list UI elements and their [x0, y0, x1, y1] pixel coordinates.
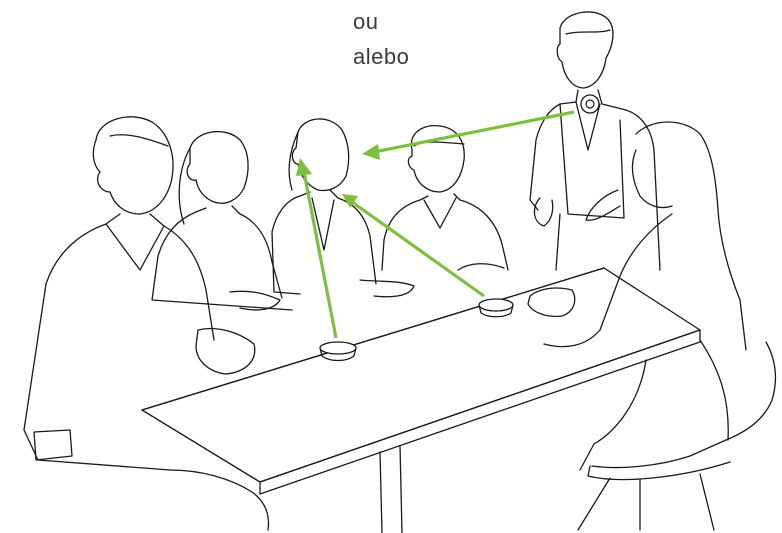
seated-man-front-left	[23, 116, 270, 531]
seated-woman-front-right	[527, 121, 747, 471]
seated-woman-center	[271, 118, 415, 298]
speakerphone-right-icon	[478, 298, 514, 318]
chair-right	[577, 341, 777, 531]
speakerphone-left-icon	[319, 341, 357, 362]
arrow-right-device-to-listener	[351, 200, 485, 298]
standing-presenter	[529, 11, 661, 271]
seated-woman-left	[151, 130, 293, 311]
arrow-presenter-to-listener	[373, 110, 575, 154]
meeting-table	[141, 267, 701, 533]
caption-alebo: alebo	[353, 44, 410, 69]
audio-pickup-arrows	[296, 110, 575, 339]
arrow-left-device-to-listener	[302, 171, 338, 339]
speakerphone-clip-icon	[580, 94, 600, 114]
caption-ou: ou	[353, 9, 379, 34]
